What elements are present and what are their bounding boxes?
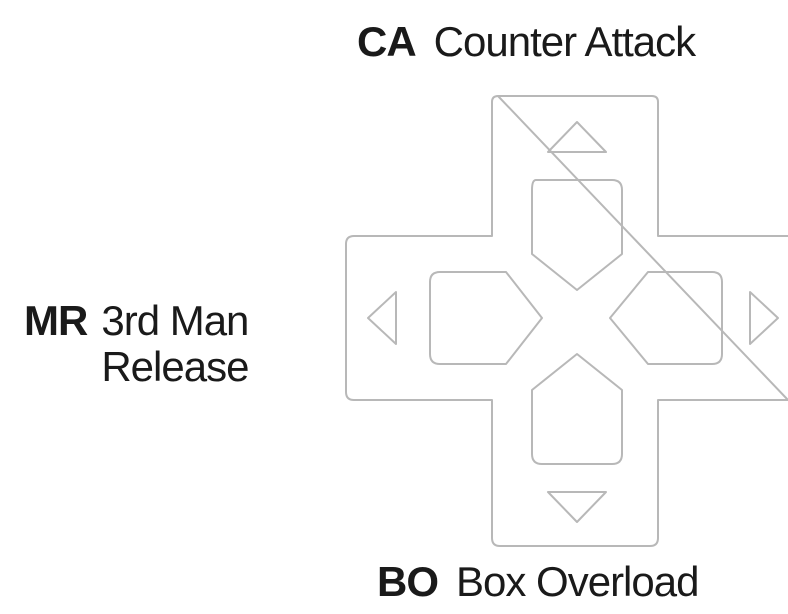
dpad-down-button[interactable] [531, 353, 623, 465]
label-down-abbr: BO [377, 558, 439, 605]
label-left-line2: Release [101, 343, 249, 390]
arrow-left-icon [367, 291, 397, 345]
label-down: BO Box Overload [377, 558, 699, 606]
label-up: CA Counter Attack [357, 18, 696, 66]
label-up-abbr: CA [357, 18, 417, 65]
arrow-up-icon [547, 121, 607, 153]
label-left-line1: 3rd Man [101, 297, 249, 344]
label-up-text: Counter Attack [433, 18, 696, 65]
label-left-abbr: MR [24, 297, 88, 344]
dpad-outline [345, 95, 788, 547]
dpad-left-button[interactable] [429, 271, 543, 365]
dpad-up-button[interactable] [531, 179, 623, 291]
dpad-right-button[interactable] [609, 271, 723, 365]
arrow-right-icon [749, 291, 779, 345]
label-down-text: Box Overload [456, 558, 699, 605]
arrow-down-icon [547, 491, 607, 523]
